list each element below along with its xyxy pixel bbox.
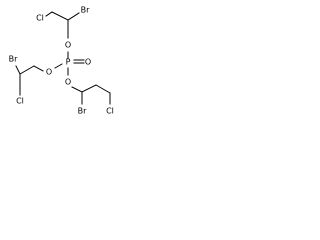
bond-c2-br-left (15, 65, 21, 75)
bond-lines (15, 11, 111, 105)
bond-cltop-c1 (45, 11, 53, 17)
structure-diagram: Cl Br O P O O Br Cl O Cl Br (0, 0, 132, 131)
atom-cl-bottom: Cl (106, 107, 114, 116)
atom-o-bottom: O (65, 78, 71, 87)
bond-c2-br-top (67, 12, 80, 21)
molecule-structure: Cl Br O P O O Br Cl O Cl Br (9, 6, 114, 116)
atom-labels: Cl Br O P O O Br Cl O Cl Br (9, 6, 114, 116)
bond-p-o-left (54, 63, 63, 69)
bond-c1-c2-top (51, 11, 69, 21)
atom-br-bottom: Br (78, 107, 87, 116)
atom-cl-top: Cl (36, 14, 44, 23)
atom-br-top: Br (81, 6, 90, 15)
bond-o-left-c1 (33, 65, 44, 72)
atom-cl-left: Cl (16, 97, 24, 106)
bond-c2-c3-bottom (95, 84, 111, 94)
atom-br-left: Br (9, 55, 18, 64)
atom-o-double: O (85, 58, 91, 67)
bond-c1-c2-bottom (81, 84, 97, 93)
atom-o-left: O (46, 68, 52, 77)
atom-o-top: O (65, 41, 71, 50)
bond-o-bottom-c1 (71, 86, 83, 93)
bond-c1-c2-left (19, 65, 35, 75)
atom-p: P (66, 58, 71, 67)
